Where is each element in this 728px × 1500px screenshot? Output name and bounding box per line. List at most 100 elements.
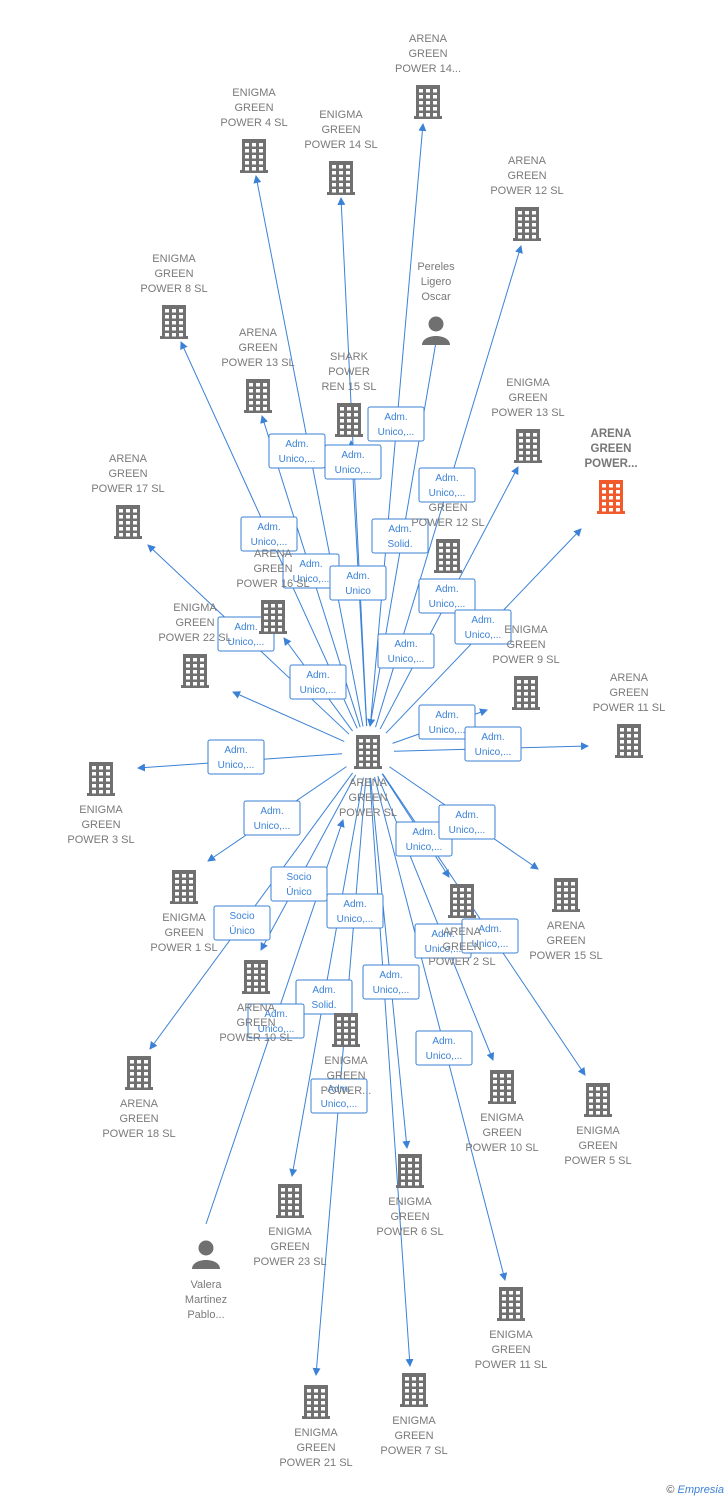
edge-label-center-egp7[interactable]: Adm.Unico,... [310, 1078, 368, 1114]
window [401, 1176, 405, 1180]
window [531, 692, 535, 696]
window [408, 1176, 412, 1180]
window [500, 1074, 504, 1078]
window [502, 1291, 506, 1295]
edge-label-center-egp4[interactable]: Adm.Unico,... [240, 516, 298, 552]
edge-label-box [418, 704, 476, 740]
edge-label-center-egp22[interactable]: Adm.Unico,... [418, 704, 476, 740]
window [507, 1080, 511, 1084]
window [259, 143, 263, 147]
edge-label-box [268, 433, 326, 469]
edge-label-center-egp8[interactable]: Adm.Unico,... [268, 433, 326, 469]
window [532, 217, 536, 221]
edge-label-text: Adm. [388, 524, 411, 535]
edge-label-center-agp16[interactable]: Adm.Unico,... [377, 633, 435, 669]
node-egpx[interactable]: ENIGMAGREENPOWER... [321, 1013, 372, 1097]
edge-label-pereles-center[interactable]: Adm.Solid. [371, 518, 429, 554]
edge-label-center-egp6[interactable]: Adm.Unico,... [461, 918, 519, 954]
window [493, 1074, 497, 1078]
edge-label-text: Adm. [224, 745, 247, 756]
window [351, 1041, 355, 1045]
window [119, 527, 123, 531]
window [564, 888, 568, 892]
edge-label-center-agp13[interactable]: Adm.Unico,... [282, 553, 340, 589]
window [347, 407, 351, 411]
window [354, 425, 358, 429]
window [340, 413, 344, 417]
edge-label-center-egp9[interactable]: Adm.Unico,... [289, 664, 347, 700]
edge-label-valera-center[interactable]: Adm.Solid. [295, 979, 353, 1015]
edge-label-center-agphl[interactable]: Adm.Unico,... [454, 609, 512, 645]
window [439, 555, 443, 559]
node-label: ARENA [254, 548, 293, 560]
window [271, 610, 275, 614]
edge-label-center-egp13[interactable]: Adm.Unico,... [418, 578, 476, 614]
window [616, 508, 620, 512]
window [259, 155, 263, 159]
edge-label-center-agp12[interactable]: Adm.Unico,... [418, 467, 476, 503]
edge-label-center-egp23[interactable]: Adm.Unico,... [362, 964, 420, 1000]
edge-label-center-egp11[interactable]: Adm.Unico,... [247, 1003, 305, 1039]
window [446, 555, 450, 559]
edge-label-center-shark[interactable]: Adm.Unico [329, 565, 387, 601]
edge-label-center-egp3[interactable]: Adm.Unico,... [207, 739, 265, 775]
node-agphl[interactable]: ARENAGREENPOWER... [584, 428, 638, 514]
edge-label-center-egp1[interactable]: Adm.Unico,... [243, 800, 301, 836]
edge-label-center-egp21[interactable]: Adm.Unico,... [415, 1030, 473, 1066]
edge-label-center-agp17[interactable]: Adm.Unico,... [217, 616, 275, 652]
edge-label-center-agp11[interactable]: Adm.Unico,... [464, 726, 522, 762]
node-valera[interactable]: ValeraMartinezPablo... [185, 1240, 227, 1322]
window [340, 419, 344, 423]
window [254, 976, 258, 980]
edge-label-center-agp14[interactable]: Adm.Unico,... [367, 406, 425, 442]
edge-label-center-agp15[interactable]: Adm.Unico,... [438, 804, 496, 840]
window [144, 1066, 148, 1070]
window [359, 751, 363, 755]
edge-label-center-egp14[interactable]: Adm.Unico,... [324, 444, 382, 480]
window [453, 894, 457, 898]
window [271, 616, 275, 620]
window [256, 401, 260, 405]
window [415, 1170, 419, 1174]
window [165, 315, 169, 319]
window [256, 395, 260, 399]
window [175, 874, 179, 878]
node-label: POWER 10 SL [219, 1032, 292, 1044]
window [344, 1029, 348, 1033]
edge-label-box [464, 726, 522, 762]
edge-label-center-egp10[interactable]: Adm.Unico,... [326, 893, 384, 929]
window [337, 1041, 341, 1045]
